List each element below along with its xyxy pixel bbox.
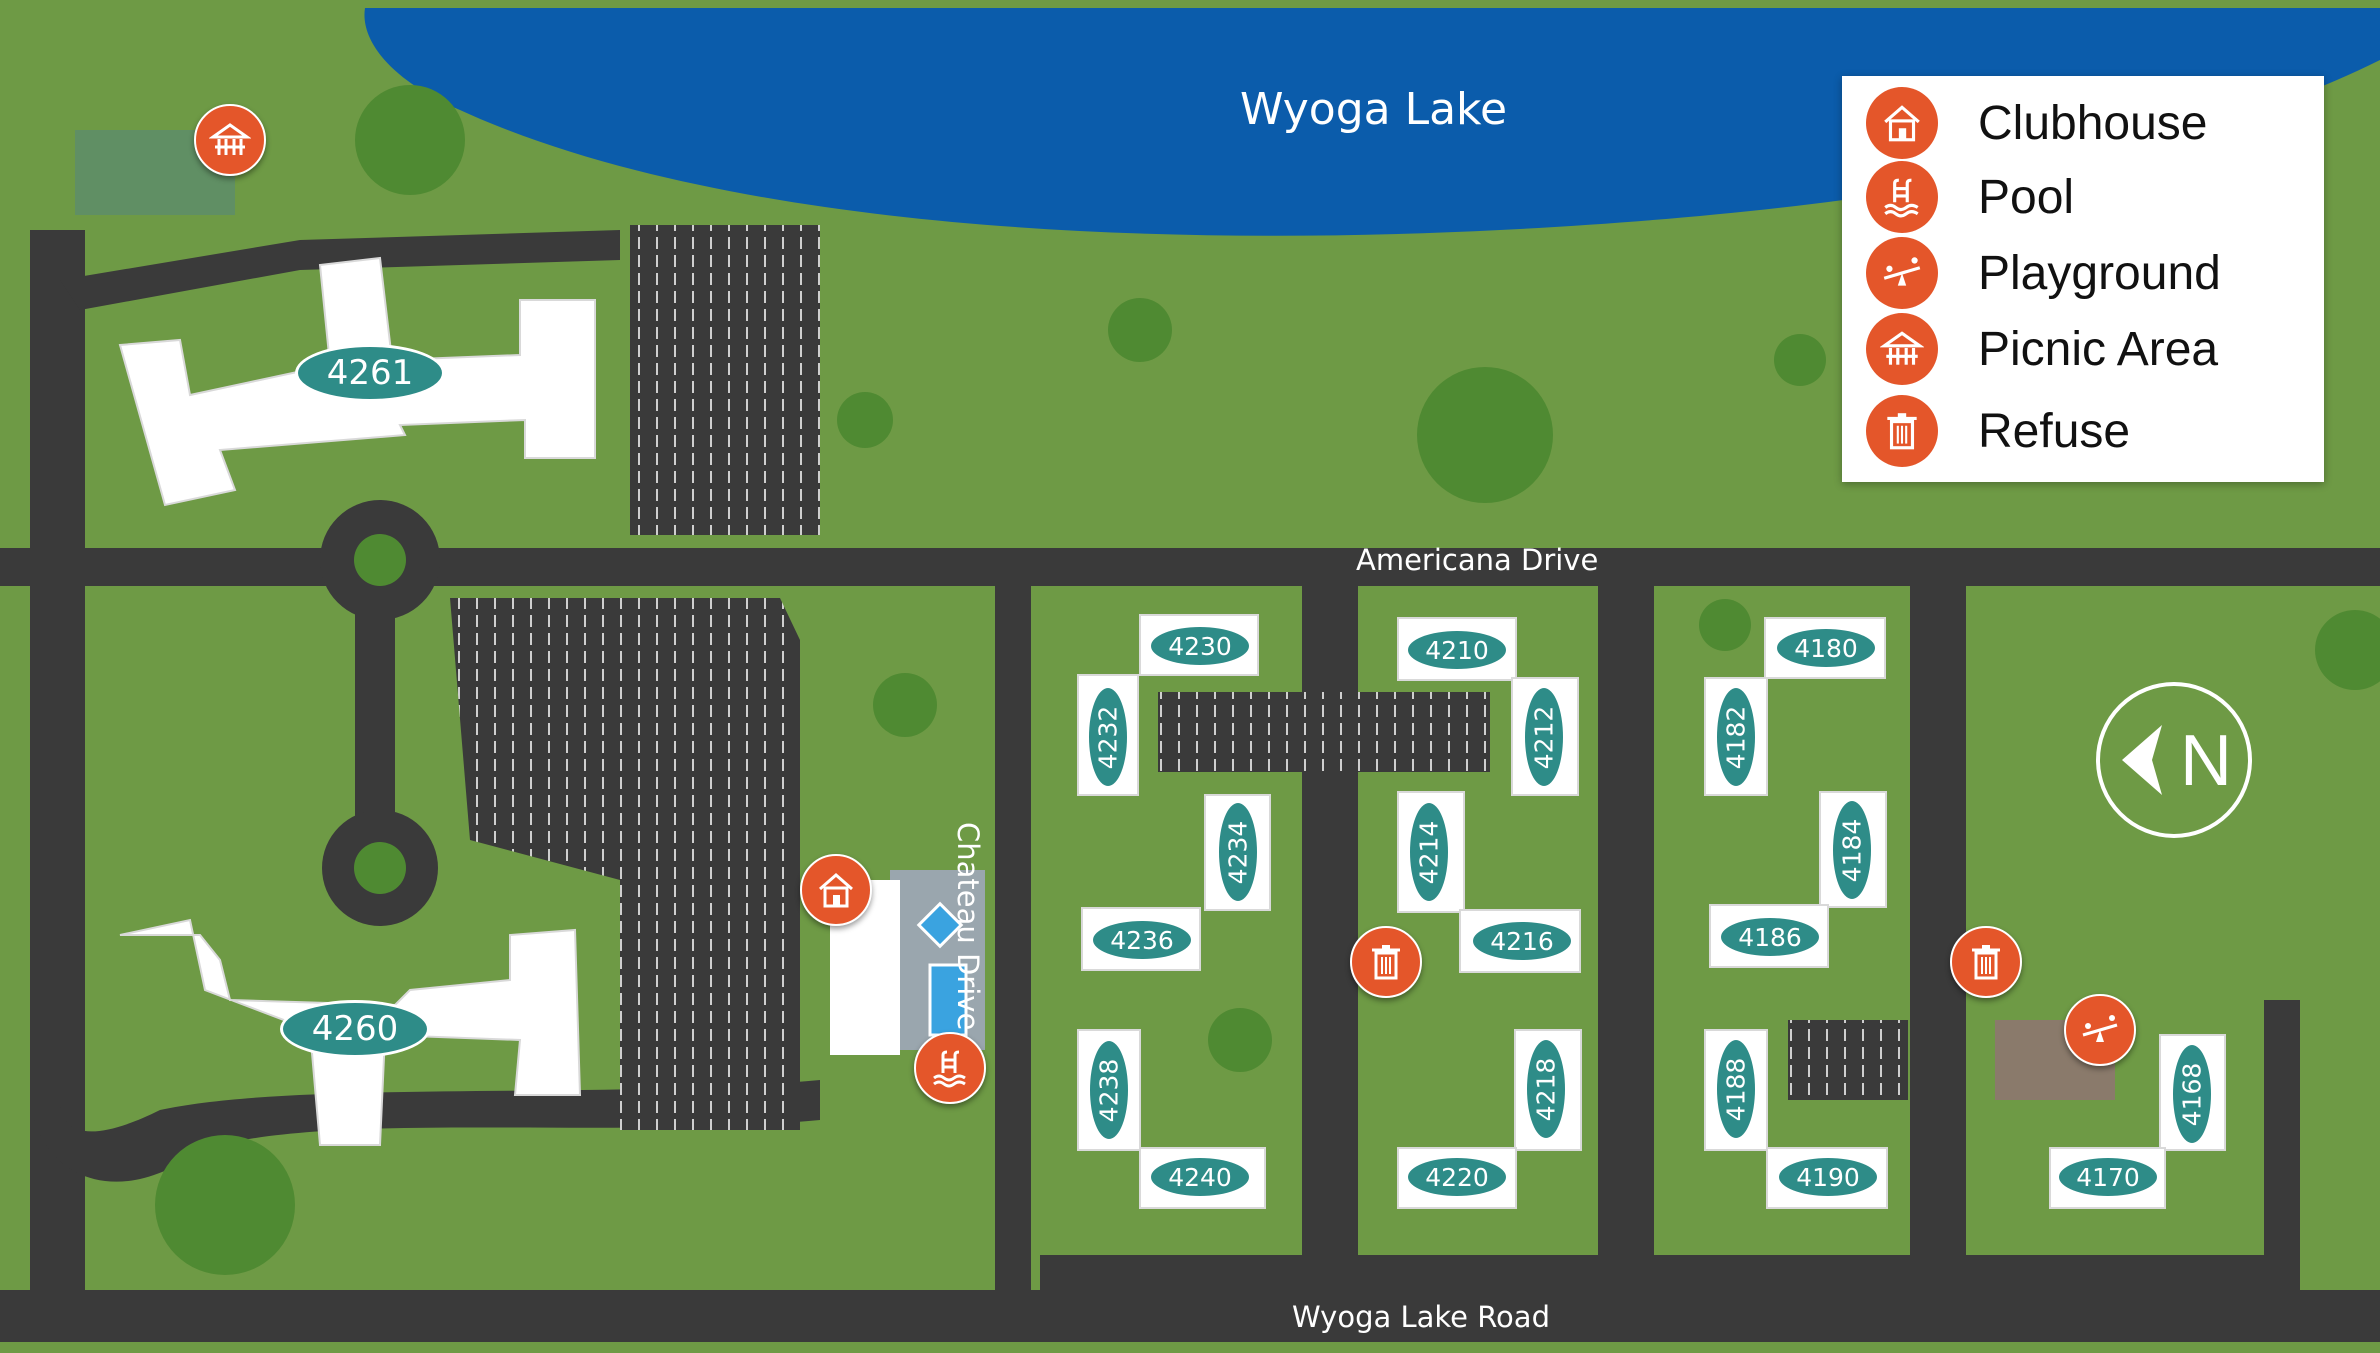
legend-item-clubhouse: Clubhouse bbox=[1866, 86, 2208, 160]
tree bbox=[1208, 1008, 1272, 1072]
building-4190[interactable]: 4190 bbox=[1776, 1155, 1880, 1199]
compass-icon bbox=[2096, 682, 2252, 838]
building-4188[interactable]: 4188 bbox=[1714, 1037, 1758, 1141]
side-road-2 bbox=[1598, 580, 1654, 1300]
building-4261[interactable]: 4261 bbox=[295, 344, 445, 402]
tree bbox=[1699, 599, 1751, 651]
refuse-icon bbox=[1372, 945, 1400, 980]
legend-item-refuse: Refuse bbox=[1866, 394, 2130, 468]
building-4170[interactable]: 4170 bbox=[2056, 1155, 2160, 1199]
parking-4190-block bbox=[1788, 1020, 1908, 1100]
building-4240[interactable]: 4240 bbox=[1148, 1155, 1252, 1199]
refuse-marker-2[interactable] bbox=[1950, 926, 2022, 998]
tree bbox=[837, 392, 893, 448]
north-arrow: N bbox=[2094, 680, 2254, 840]
building-4220[interactable]: 4220 bbox=[1405, 1155, 1509, 1199]
legend-item-pool: Pool bbox=[1866, 160, 2074, 234]
building-4180[interactable]: 4180 bbox=[1774, 626, 1878, 670]
building-4218[interactable]: 4218 bbox=[1524, 1037, 1568, 1141]
compass-letter: N bbox=[2180, 721, 2232, 801]
picnic-area-icon bbox=[209, 123, 251, 155]
chateau-road bbox=[995, 560, 1031, 1320]
south-connector bbox=[1040, 1255, 2300, 1300]
parking-lot-north bbox=[630, 225, 820, 535]
pool-icon bbox=[933, 1050, 966, 1088]
building-4232[interactable]: 4232 bbox=[1086, 685, 1130, 789]
road-label-americana: Americana Drive bbox=[1356, 543, 1599, 577]
side-road-1 bbox=[1302, 580, 1358, 1300]
trees bbox=[155, 85, 2380, 1275]
tree bbox=[354, 534, 406, 586]
building-4184[interactable]: 4184 bbox=[1830, 798, 1874, 902]
road-label-chateau: Chateau Drive bbox=[951, 822, 985, 1031]
building-4236[interactable]: 4236 bbox=[1090, 918, 1194, 962]
clubhouse-icon bbox=[819, 873, 853, 908]
tree bbox=[873, 673, 937, 737]
picnic-area-icon bbox=[1866, 313, 1938, 385]
refuse-marker-1[interactable] bbox=[1350, 926, 1422, 998]
lake-label: Wyoga Lake bbox=[1240, 84, 1508, 135]
legend-label: Playground bbox=[1978, 246, 2221, 300]
building-4182[interactable]: 4182 bbox=[1714, 685, 1758, 789]
pool-marker[interactable] bbox=[914, 1032, 986, 1104]
building-4238[interactable]: 4238 bbox=[1087, 1038, 1131, 1142]
tree bbox=[1417, 367, 1553, 503]
tree bbox=[1108, 298, 1172, 362]
road-label-wyoga-lake: Wyoga Lake Road bbox=[1292, 1300, 1550, 1334]
parking-4210-block bbox=[1360, 692, 1490, 772]
pool-icon bbox=[1866, 161, 1938, 233]
refuse-icon bbox=[1972, 945, 2000, 980]
playground-marker[interactable] bbox=[2064, 994, 2136, 1066]
north-loop-road bbox=[60, 230, 620, 310]
legend-item-picnic-area: Picnic Area bbox=[1866, 312, 2218, 386]
playground-icon bbox=[1866, 237, 1938, 309]
legend-label: Refuse bbox=[1978, 404, 2131, 458]
building-4186[interactable]: 4186 bbox=[1718, 915, 1822, 959]
building-4260[interactable]: 4260 bbox=[280, 1000, 430, 1058]
building-4168[interactable]: 4168 bbox=[2170, 1042, 2214, 1146]
clubhouse-icon bbox=[1866, 87, 1938, 159]
side-road-4 bbox=[2264, 1000, 2300, 1300]
legend-label: Pool bbox=[1978, 170, 2075, 224]
legend-item-playground: Playground bbox=[1866, 236, 2221, 310]
building-4212[interactable]: 4212 bbox=[1522, 685, 1566, 789]
building-4230[interactable]: 4230 bbox=[1148, 624, 1252, 668]
refuse-icon bbox=[1866, 395, 1938, 467]
clubhouse-marker[interactable] bbox=[800, 854, 872, 926]
tree bbox=[2315, 610, 2380, 690]
picnic-area-marker[interactable] bbox=[194, 104, 266, 176]
building-4210[interactable]: 4210 bbox=[1405, 628, 1509, 672]
spa bbox=[916, 901, 964, 949]
building-4216[interactable]: 4216 bbox=[1470, 919, 1574, 963]
tree bbox=[355, 85, 465, 195]
legend-label: Clubhouse bbox=[1978, 96, 2208, 150]
playground-icon bbox=[2082, 1015, 2118, 1042]
tree bbox=[354, 842, 406, 894]
legend-label: Picnic Area bbox=[1978, 322, 2219, 376]
building-4214[interactable]: 4214 bbox=[1407, 800, 1451, 904]
parking-lot-central bbox=[450, 598, 800, 1130]
legend: Clubhouse Pool Playground Picnic Area Re… bbox=[1842, 76, 2324, 482]
tree bbox=[1774, 334, 1826, 386]
tree bbox=[155, 1135, 295, 1275]
building-4234[interactable]: 4234 bbox=[1216, 800, 1260, 904]
